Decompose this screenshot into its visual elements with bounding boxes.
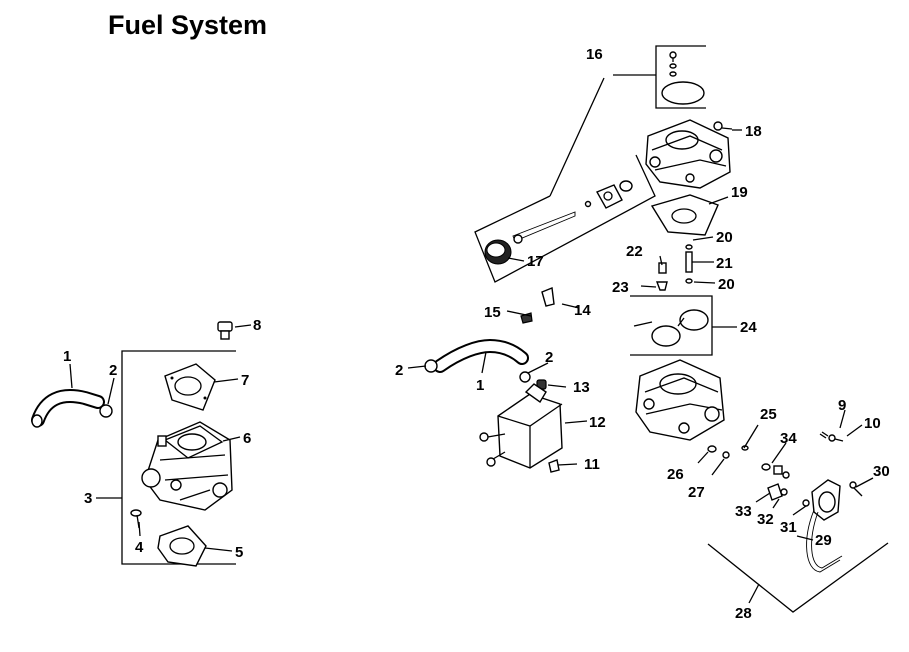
carburetor-6-part xyxy=(141,421,233,511)
carburetor-bottom-part xyxy=(635,359,725,441)
callout-9: 9 xyxy=(838,397,846,414)
callout-17: 17 xyxy=(527,253,544,270)
gasket-7-part xyxy=(164,363,216,411)
kit-box-24 xyxy=(630,295,713,356)
callout-21: 21 xyxy=(716,255,733,272)
callout-11: 11 xyxy=(584,456,600,473)
callout-14: 14 xyxy=(574,302,591,319)
callout-33: 33 xyxy=(735,503,752,520)
callout-34: 34 xyxy=(780,430,797,447)
callout-13: 13 xyxy=(573,379,590,396)
callout-28: 28 xyxy=(735,605,752,622)
right-assembly: 1 2 2 9 10 11 12 13 14 15 16 17 18 19 20… xyxy=(395,45,890,622)
callout-30: 30 xyxy=(873,463,890,480)
callout-24: 24 xyxy=(740,319,757,336)
kit-box-16 xyxy=(655,45,706,109)
callout-8: 8 xyxy=(253,317,261,334)
fuel-hose-part xyxy=(433,338,529,373)
callout-2: 2 xyxy=(545,349,553,366)
callout-20: 20 xyxy=(716,229,733,246)
callout-3: 3 xyxy=(84,490,92,507)
callout-22: 22 xyxy=(626,243,643,260)
carburetor-top-part xyxy=(645,119,731,189)
callout-2: 2 xyxy=(395,362,403,379)
throttle-shaft-part xyxy=(512,180,633,244)
callout-27: 27 xyxy=(688,484,705,501)
callout-5: 5 xyxy=(235,544,243,561)
callout-15: 15 xyxy=(484,304,501,321)
callout-10: 10 xyxy=(864,415,881,432)
callout-31: 31 xyxy=(780,519,797,536)
hose-clamp-part xyxy=(99,404,113,418)
screw-8-part xyxy=(217,321,233,340)
callout-26: 26 xyxy=(667,466,684,483)
callout-25: 25 xyxy=(760,406,777,423)
kit-16-parts xyxy=(661,51,705,105)
fitting-22-part xyxy=(655,262,668,291)
left-assembly: 1 2 3 4 5 6 7 8 xyxy=(31,317,261,567)
callout-4: 4 xyxy=(135,539,144,556)
callout-2: 2 xyxy=(109,362,117,379)
callout-1: 1 xyxy=(63,348,71,365)
hose-clamp-part xyxy=(424,359,438,373)
callout-16: 16 xyxy=(586,46,603,63)
callout-1: 1 xyxy=(476,377,484,394)
callout-23: 23 xyxy=(612,279,629,296)
kit-box-17 xyxy=(474,77,656,283)
screw-18-part xyxy=(713,121,733,131)
callout-12: 12 xyxy=(589,414,606,431)
callout-18: 18 xyxy=(745,123,762,140)
kit-box-28 xyxy=(707,542,889,613)
hose-clamp-part xyxy=(519,371,531,383)
callout-19: 19 xyxy=(731,184,748,201)
bracket-14-part xyxy=(541,287,555,307)
small-parts-9-10 xyxy=(819,431,844,442)
gasket-5-part xyxy=(157,525,207,567)
needle-21-part xyxy=(685,244,693,284)
page-title: Fuel System xyxy=(108,10,268,40)
callout-29: 29 xyxy=(815,532,832,549)
gasket-19-part xyxy=(650,194,719,236)
cap-17-part xyxy=(484,239,512,265)
small-parts-25-27 xyxy=(707,445,749,459)
solenoid-29-part xyxy=(806,479,843,573)
callout-7: 7 xyxy=(241,372,249,389)
small-parts-31-34 xyxy=(761,463,863,507)
callout-20: 20 xyxy=(718,276,735,293)
fitting-11-part xyxy=(548,459,560,473)
fuel-hose-part xyxy=(31,389,105,428)
float-24-part xyxy=(633,309,709,347)
fuel-pump-12-part xyxy=(479,383,563,469)
callout-6: 6 xyxy=(243,430,251,447)
callout-32: 32 xyxy=(757,511,774,528)
